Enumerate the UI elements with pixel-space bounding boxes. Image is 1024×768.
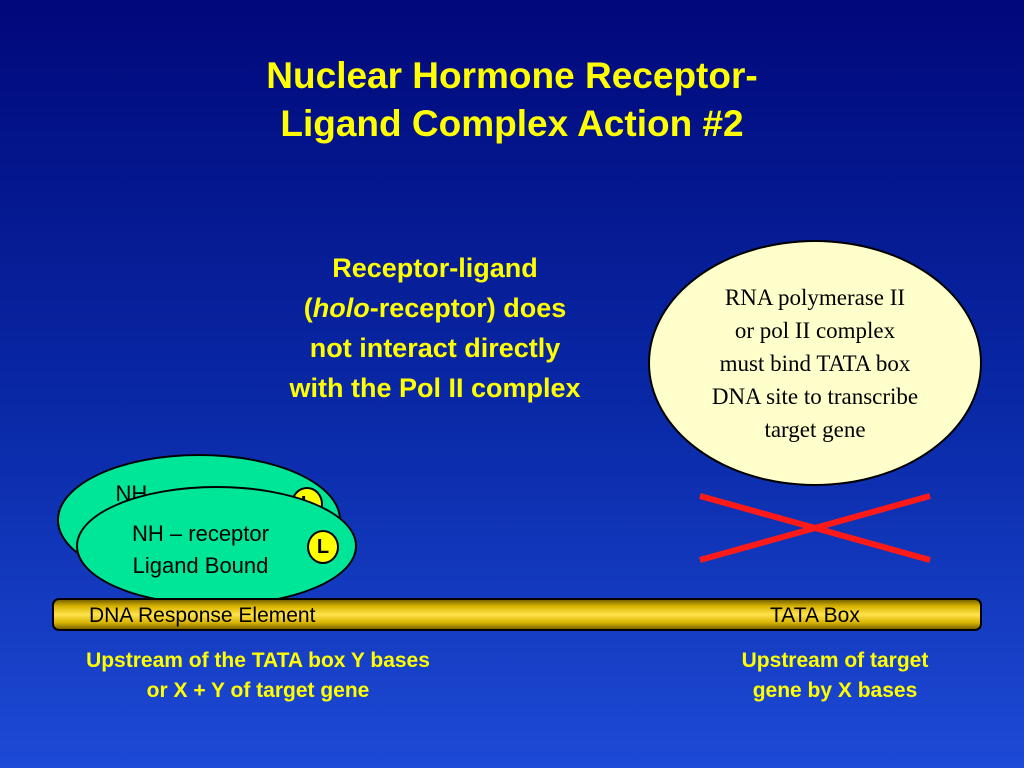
callout-paren: ( xyxy=(303,293,313,323)
receptor-front-label: NH – receptor Ligand Bound xyxy=(78,518,355,582)
receptor-front-line-2: Ligand Bound xyxy=(132,553,269,578)
no-interaction-x-icon xyxy=(699,493,931,563)
upstream-gene-line-2: gene by X bases xyxy=(752,679,918,702)
pol-ii-line-4: DNA site to transcribe xyxy=(711,383,919,409)
receptor-front-line-1: NH – receptor xyxy=(132,521,269,546)
upstream-tata-line-1: Upstream of the TATA box Y bases xyxy=(86,649,430,672)
callout-receptor-text: -receptor) does xyxy=(369,293,567,323)
holo-receptor-callout: Receptor-ligand (holo-receptor) does not… xyxy=(222,248,648,408)
upstream-tata-line-2: or X + Y of target gene xyxy=(146,679,370,702)
upstream-tata-note: Upstream of the TATA box Y bases or X + … xyxy=(28,646,488,706)
dna-response-element-label: DNA Response Element xyxy=(89,604,316,627)
pol-ii-complex-ellipse: RNA polymerase II or pol II complex must… xyxy=(648,240,982,486)
tata-box-label: TATA Box xyxy=(770,604,860,627)
title-line-1: Nuclear Hormone Receptor- xyxy=(266,55,758,96)
ligand-circle-front: L xyxy=(307,530,339,564)
pol-ii-line-3: must bind TATA box xyxy=(719,350,911,376)
title-line-2: Ligand Complex Action #2 xyxy=(280,103,744,144)
receptor-ellipse-front: NH – receptor Ligand Bound xyxy=(76,486,357,606)
upstream-gene-note: Upstream of target gene by X bases xyxy=(700,646,970,706)
pol-ii-line-5: target gene xyxy=(764,416,866,442)
callout-line-3: not interact directly xyxy=(309,333,561,363)
callout-holo-italic: holo xyxy=(312,293,370,323)
pol-ii-line-1: RNA polymerase II xyxy=(724,284,906,310)
cross-stroke-2 xyxy=(699,493,931,563)
callout-line-1: Receptor-ligand xyxy=(332,253,538,283)
callout-line-4: with the Pol II complex xyxy=(289,373,581,403)
dna-strand-bar: DNA Response Element TATA Box xyxy=(52,598,982,631)
callout-line-2: (holo-receptor) does xyxy=(222,288,648,328)
pol-ii-line-2: or pol II complex xyxy=(734,317,896,343)
slide-title: Nuclear Hormone Receptor- Ligand Complex… xyxy=(0,52,1024,148)
upstream-gene-line-1: Upstream of target xyxy=(741,649,929,672)
